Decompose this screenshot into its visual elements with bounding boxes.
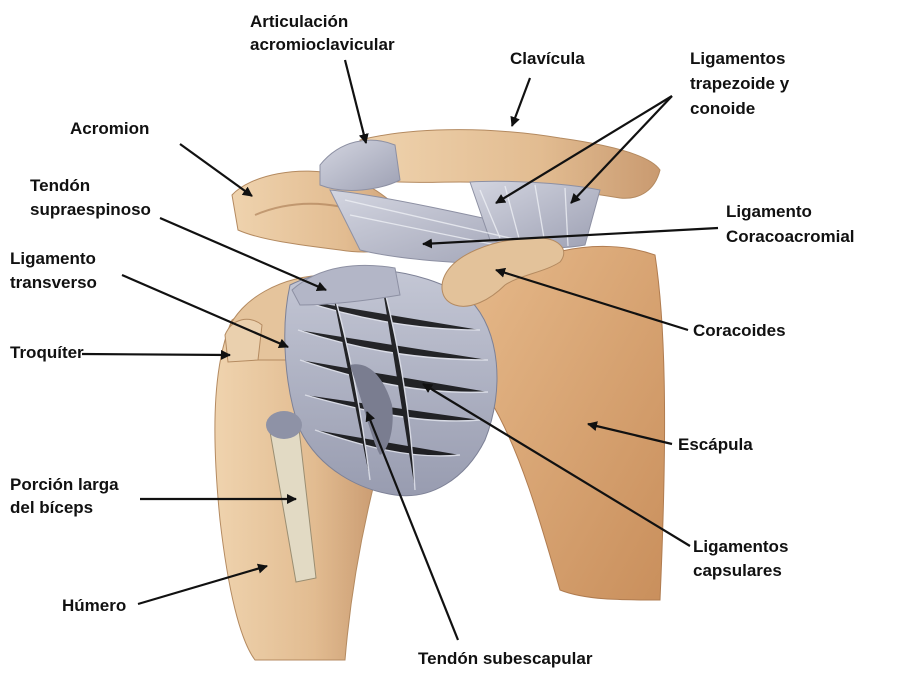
- label-articulacion-acromioclavicular-line1: Articulación: [250, 12, 348, 31]
- label-coracoides: Coracoides: [693, 321, 786, 340]
- label-porcion-larga-biceps-line1: Porción larga: [10, 475, 119, 494]
- label-clavicula: Clavícula: [510, 49, 585, 68]
- acromioclavicular-ligament-shape: [320, 140, 400, 190]
- label-ligamentos-capsulares-line2: capsulares: [693, 561, 782, 580]
- biceps-tendon-top: [266, 411, 302, 439]
- scapula-shape: [470, 246, 665, 600]
- label-acromion: Acromion: [70, 119, 149, 138]
- label-humero: Húmero: [62, 596, 126, 615]
- label-troquiter: Troquíter: [10, 343, 84, 362]
- label-ligamentos-trapezoide-line1: Ligamentos: [690, 49, 785, 68]
- label-ligamentos-trapezoide-line3: conoide: [690, 99, 755, 118]
- label-ligamentos-capsulares-line1: Ligamentos: [693, 537, 788, 556]
- greater-tuberosity-shape: [225, 319, 262, 362]
- label-ligamento-coracoacromial-line1: Ligamento: [726, 202, 812, 221]
- label-escapula: Escápula: [678, 435, 753, 454]
- label-ligamento-transverso-line2: transverso: [10, 273, 97, 292]
- label-tendon-supraespinoso-line1: Tendón: [30, 176, 90, 195]
- label-ligamentos-trapezoide-line2: trapezoide y: [690, 74, 790, 93]
- label-ligamento-transverso-line1: Ligamento: [10, 249, 96, 268]
- label-porcion-larga-biceps-line2: del bíceps: [10, 498, 93, 517]
- label-articulacion-acromioclavicular-line2: acromioclavicular: [250, 35, 395, 54]
- label-tendon-subescapular: Tendón subescapular: [418, 649, 593, 668]
- label-ligamento-coracoacromial-line2: Coracoacromial: [726, 227, 855, 246]
- label-tendon-supraespinoso-line2: supraespinoso: [30, 200, 151, 219]
